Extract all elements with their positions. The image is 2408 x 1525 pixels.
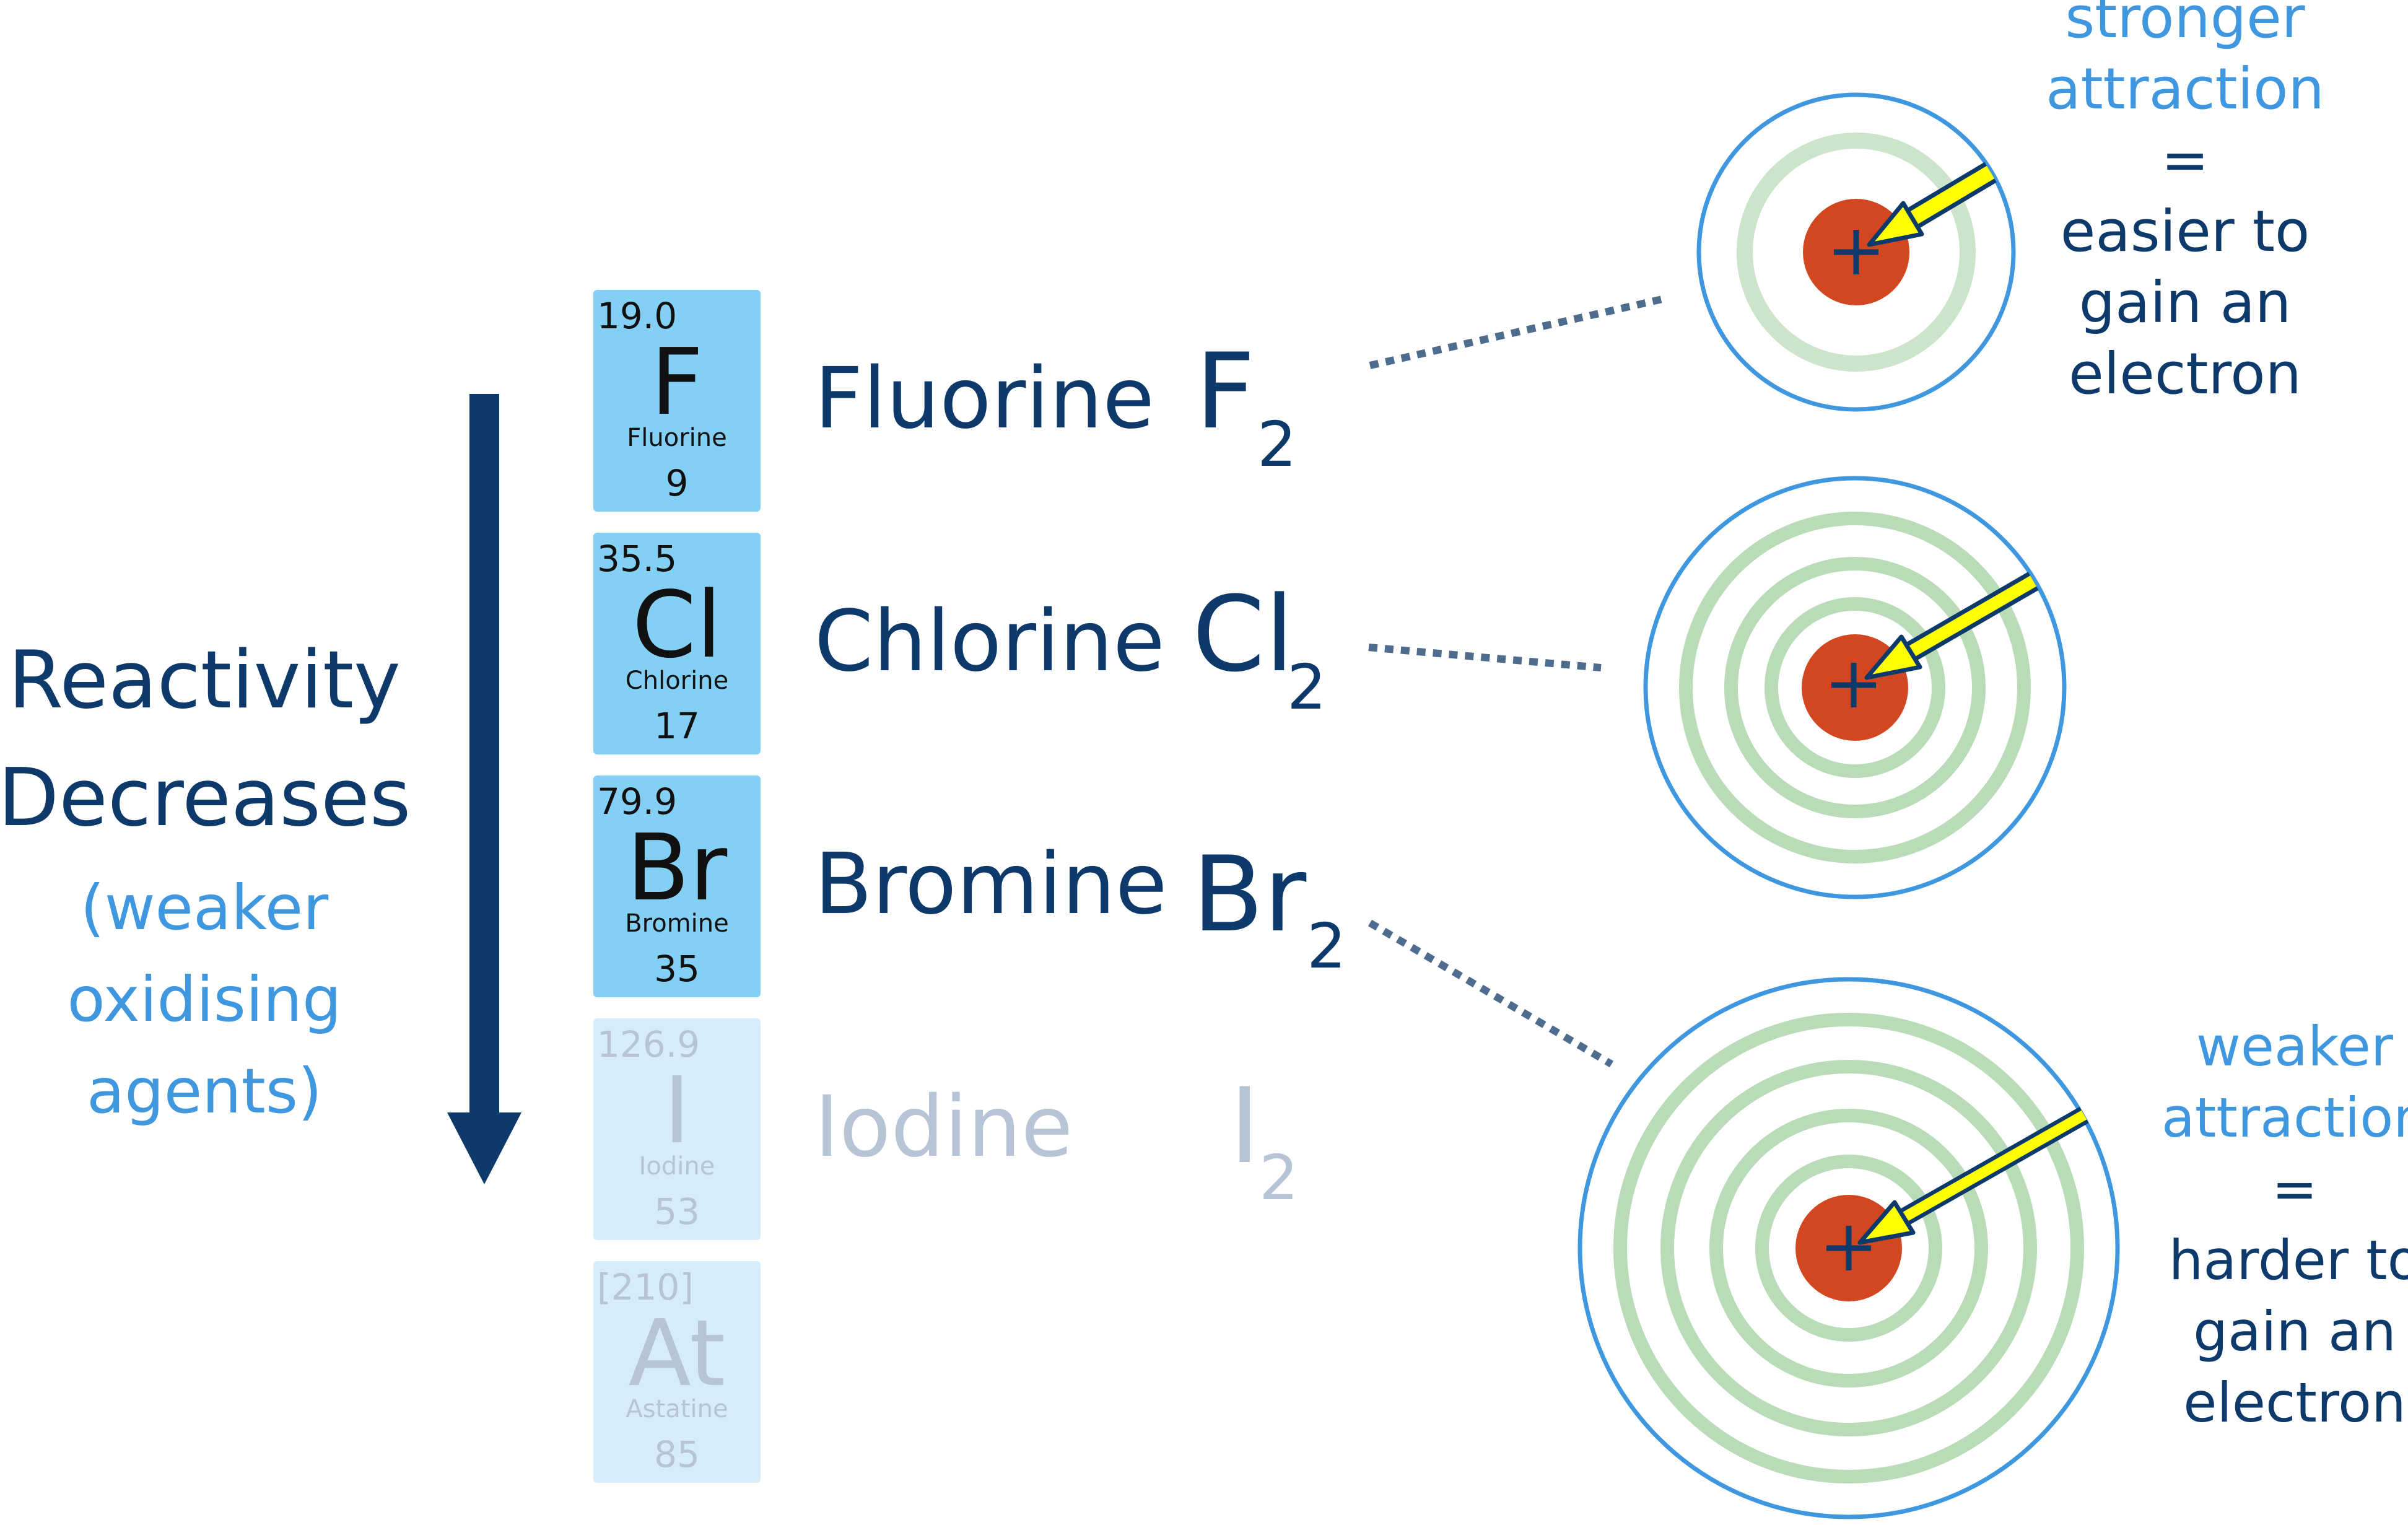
atomic-mass: 126.9 [597, 1023, 700, 1065]
element-name: Iodine [639, 1152, 715, 1181]
electron-shell [1755, 1155, 1942, 1342]
electron-shell [1724, 557, 1986, 818]
atomic-mass: 19.0 [597, 295, 677, 337]
atom-diagram-bromine [1577, 977, 2120, 1519]
electron-shell [1679, 512, 2031, 863]
reactivity-sub-3: agents) [87, 1055, 322, 1127]
electron-shell [1737, 133, 1976, 372]
formula-base: Br [1192, 834, 1307, 955]
formula-subscript: 2 [1307, 910, 1346, 982]
element-labels: Fluorine Chlorine Bromine Iodine [814, 350, 1167, 1176]
element-name: Astatine [626, 1395, 728, 1423]
note-line-6: electron [2183, 1371, 2406, 1435]
atomic-number: 9 [666, 462, 689, 504]
element-symbol: Cl [632, 572, 722, 678]
label-fluorine: Fluorine [814, 350, 1154, 448]
element-tile-iodine: 126.9 I Iodine 53 [593, 1018, 761, 1240]
element-symbol: I [663, 1057, 691, 1164]
formula-cl2: Cl 2 [1192, 574, 1327, 723]
atomic-number: 35 [654, 948, 700, 990]
attraction-arrow-icon [1864, 572, 2039, 680]
plus-icon [1826, 1226, 1871, 1270]
attraction-arrow-icon [1867, 162, 1997, 247]
element-tile-astatine: [210] At Astatine 85 [593, 1261, 761, 1483]
stronger-attraction-note: stronger attraction = easier to gain an … [2046, 0, 2324, 407]
formula-base: I [1229, 1065, 1260, 1187]
weaker-attraction-note: weaker attraction = harder to gain an el… [2162, 1015, 2408, 1435]
note-line-3: = [2272, 1157, 2318, 1221]
formula-subscript: 2 [1257, 408, 1297, 481]
note-line-3: = [2161, 127, 2209, 193]
formula-i2: I 2 [1229, 1065, 1299, 1214]
formula-base: Cl [1192, 574, 1294, 695]
atomic-mass: 79.9 [597, 780, 677, 823]
formula-base: F [1195, 331, 1255, 452]
label-iodine: Iodine [814, 1078, 1073, 1176]
reactivity-label: Reactivity Decreases (weaker oxidising a… [0, 634, 411, 1127]
element-tile-chlorine: 35.5 Cl Chlorine 17 [593, 533, 761, 754]
dotted-connectors [1368, 295, 1666, 1068]
note-line-5: gain an [2079, 269, 2292, 336]
element-name: Chlorine [626, 666, 728, 695]
formula-f2: F 2 [1195, 331, 1297, 481]
element-symbol: Br [627, 815, 728, 921]
note-line-1: stronger [2065, 0, 2305, 51]
electron-shell [1765, 597, 1945, 778]
element-symbol: At [629, 1300, 726, 1407]
atomic-mass: [210] [597, 1266, 694, 1308]
note-line-6: electron [2069, 341, 2301, 407]
electron-shell [1709, 1109, 1988, 1387]
formula-subscript: 2 [1287, 651, 1327, 723]
atomic-number: 53 [654, 1191, 700, 1233]
reactivity-line-2: Decreases [0, 752, 411, 844]
label-chlorine: Chlorine [814, 593, 1165, 691]
element-tile-bromine: 79.9 Br Bromine 35 [593, 776, 761, 997]
element-name: Bromine [625, 909, 729, 938]
formula-subscript: 2 [1259, 1142, 1299, 1214]
element-tile-fluorine: 19.0 F Fluorine 9 [593, 290, 761, 512]
atomic-mass: 35.5 [597, 538, 677, 580]
attraction-arrow-icon [1857, 1106, 2089, 1245]
connector-chlorine [1368, 644, 1602, 671]
connector-fluorine [1369, 295, 1666, 369]
element-symbol: F [650, 329, 703, 435]
atom-diagram-chlorine [1643, 476, 2067, 899]
element-name: Fluorine [627, 424, 726, 452]
atom-diagram-fluorine [1696, 92, 2016, 412]
note-line-4: harder to [2169, 1228, 2408, 1292]
electron-shell [1660, 1060, 2037, 1436]
note-line-2: attraction [2162, 1086, 2408, 1150]
formula-br2: Br 2 [1192, 834, 1346, 982]
plus-icon [1831, 663, 1876, 707]
atomic-number: 17 [654, 705, 700, 747]
label-bromine: Bromine [814, 836, 1167, 933]
note-line-5: gain an [2193, 1300, 2396, 1363]
reactivity-arrow [447, 394, 521, 1184]
reactivity-sub-1: (weaker [81, 872, 329, 944]
reactivity-sub-2: oxidising [67, 963, 341, 1036]
electron-shell [1613, 1013, 2084, 1483]
reactivity-line-1: Reactivity [8, 634, 401, 727]
note-line-2: attraction [2046, 56, 2324, 122]
connector-bromine [1368, 919, 1614, 1068]
atomic-number: 85 [654, 1433, 700, 1475]
note-line-1: weaker [2196, 1015, 2394, 1078]
plus-icon [1834, 230, 1878, 274]
note-line-4: easier to [2061, 198, 2310, 264]
